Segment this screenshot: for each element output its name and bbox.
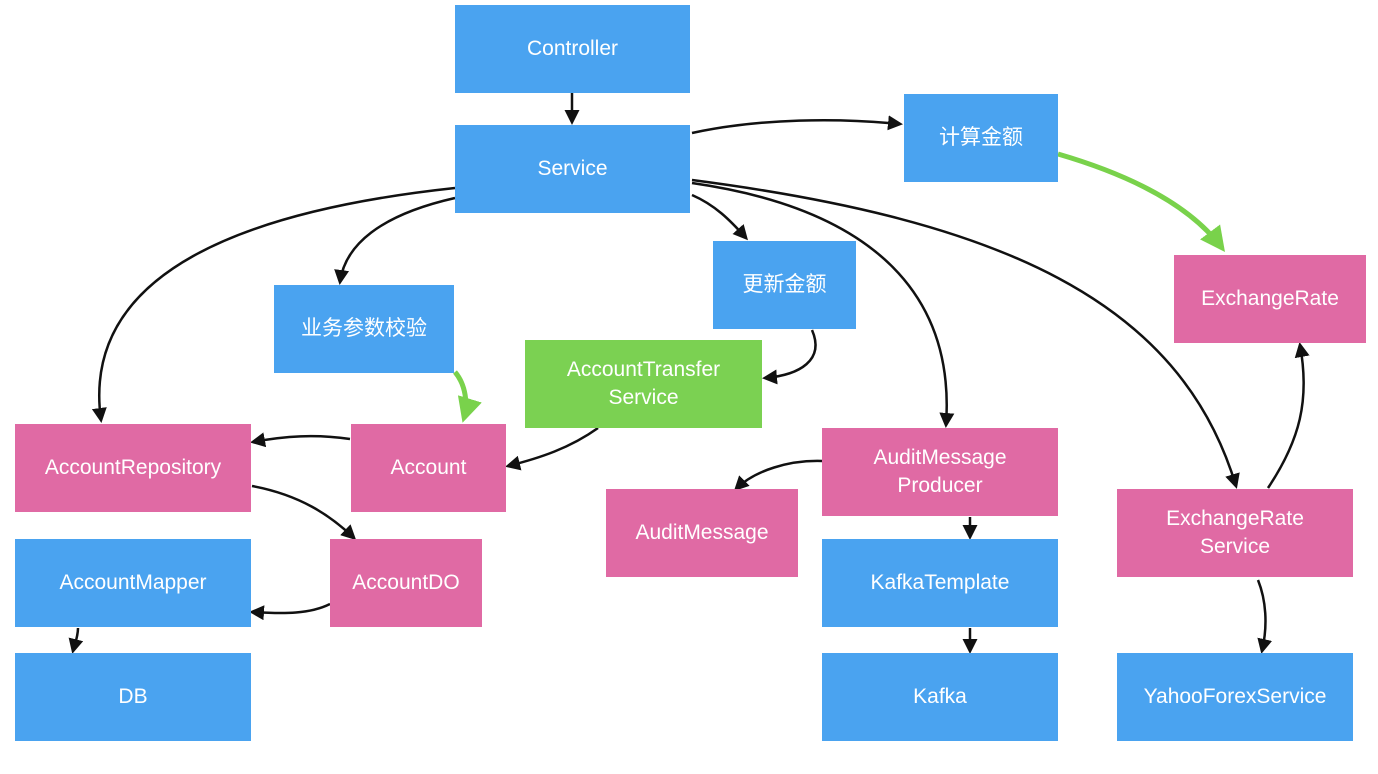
calc-amount-node: 计算金额 <box>904 94 1058 182</box>
account-transfer-service-node: AccountTransfer Service <box>525 340 762 428</box>
edge-service-update-amount <box>691 193 748 241</box>
account-repository-node: AccountRepository <box>15 424 251 512</box>
exchange-rate-node: ExchangeRate <box>1174 255 1366 343</box>
edge-calc-amount-exchange-rate <box>1057 151 1225 253</box>
edge-account-mapper-db <box>68 627 84 654</box>
account-mapper-node: AccountMapper <box>15 539 251 627</box>
update-amount-node: 更新金额 <box>713 241 856 329</box>
service-node: Service <box>455 125 690 213</box>
edge-account-repository-account-do <box>251 484 357 541</box>
yahoo-forex-service-label: YahooForexService <box>1143 685 1327 708</box>
exchange-rate-service-node: ExchangeRate Service <box>1117 489 1353 577</box>
edge-exchange-rate-service-exchange-rate <box>1266 342 1310 489</box>
account-label: Account <box>390 456 467 479</box>
exchange-rate-label: ExchangeRate <box>1201 287 1339 310</box>
edge-service-calc-amount <box>691 115 903 135</box>
yahoo-forex-service-node: YahooForexService <box>1117 653 1353 741</box>
account-transfer-service-label: AccountTransfer Service <box>566 358 721 409</box>
controller-label: Controller <box>526 37 619 60</box>
audit-message-label: AuditMessage <box>635 521 769 544</box>
edge-update-amount-transfer-service <box>762 329 817 385</box>
edge-business-validation-account <box>452 370 482 423</box>
account-node: Account <box>351 424 506 512</box>
service-label: Service <box>537 157 608 180</box>
calc-amount-label: 计算金额 <box>939 126 1023 149</box>
account-mapper-label: AccountMapper <box>59 571 207 594</box>
business-validation-node: 业务参数校验 <box>274 285 454 373</box>
exchange-rate-service-label: ExchangeRate Service <box>1166 507 1304 558</box>
audit-message-node: AuditMessage <box>606 489 798 577</box>
edge-account-account-repository <box>250 432 351 448</box>
audit-message-producer-label: AuditMessage Producer <box>873 446 1007 497</box>
update-amount-label: 更新金额 <box>742 273 827 296</box>
edge-exchange-rate-service-yahoo <box>1256 579 1273 654</box>
kafka-template-label: KafkaTemplate <box>870 571 1010 594</box>
account-do-node: AccountDO <box>330 539 482 627</box>
edge-account-do-account-mapper <box>249 602 331 621</box>
kafka-label: Kafka <box>913 685 967 708</box>
business-validation-label: 业务参数校验 <box>301 317 427 340</box>
db-label: DB <box>118 685 148 708</box>
audit-message-producer-node: AuditMessage Producer <box>822 428 1058 516</box>
kafka-template-node: KafkaTemplate <box>822 539 1058 627</box>
db-node: DB <box>15 653 251 741</box>
edge-transfer-service-account <box>505 426 599 471</box>
account-repository-label: AccountRepository <box>44 456 222 479</box>
edge-service-business-validation <box>334 196 456 285</box>
kafka-node: Kafka <box>822 653 1058 741</box>
edge-audit-producer-audit-message <box>733 459 823 492</box>
account-do-label: AccountDO <box>352 571 460 594</box>
controller-node: Controller <box>455 5 690 93</box>
